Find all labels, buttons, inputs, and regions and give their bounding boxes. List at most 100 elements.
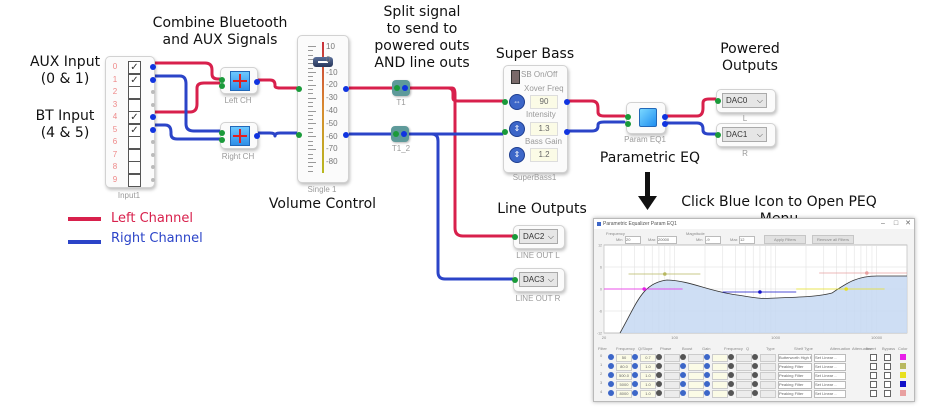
- q2-knob-icon[interactable]: [752, 381, 758, 387]
- input-channel-output-pin[interactable]: [151, 90, 155, 94]
- gain-knob-icon[interactable]: [704, 363, 710, 369]
- input-channel-output-pin[interactable]: [150, 76, 156, 83]
- input-channel-checkbox[interactable]: ✓: [128, 111, 141, 124]
- gain-value[interactable]: [712, 363, 728, 371]
- input-channel-output-pin[interactable]: [151, 177, 155, 182]
- remove-filters-button[interactable]: Remove all Filters: [812, 235, 854, 244]
- param-eq-input-pin-right[interactable]: [625, 121, 631, 127]
- phase-knob-icon[interactable]: [656, 354, 662, 360]
- q-value[interactable]: 1.0: [640, 363, 656, 371]
- gain-value[interactable]: [712, 381, 728, 389]
- right-ch-input-pin-1[interactable]: [219, 130, 225, 136]
- sb-on-off-switch[interactable]: [511, 70, 520, 84]
- peq-filter-handle[interactable]: [844, 287, 848, 291]
- gain-knob-icon[interactable]: [704, 381, 710, 387]
- boost-value[interactable]: [688, 363, 704, 371]
- input-channel-checkbox[interactable]: ✓: [128, 73, 141, 87]
- bass-gain-knob-icon[interactable]: ⇕: [509, 147, 525, 163]
- gain-value[interactable]: [712, 372, 728, 380]
- close-button[interactable]: ✕: [905, 220, 911, 227]
- bypass-checkbox[interactable]: [884, 354, 891, 361]
- bass-gain-value[interactable]: 1.2: [530, 148, 558, 162]
- freq2-value[interactable]: [736, 381, 752, 389]
- boost-knob-icon[interactable]: [680, 363, 686, 369]
- left-ch-output-pin[interactable]: [254, 79, 260, 85]
- dac2-select[interactable]: DAC2⌵: [519, 229, 558, 244]
- dac3-select[interactable]: DAC3⌵: [519, 272, 558, 287]
- phase-value[interactable]: [664, 390, 680, 398]
- q-knob-icon[interactable]: [632, 372, 638, 378]
- filter-type-select[interactable]: Peaking Filter: [778, 390, 812, 398]
- right-ch-mixer[interactable]: [219, 122, 260, 149]
- gain-value[interactable]: [712, 354, 728, 362]
- peq-filter-handle[interactable]: [642, 287, 646, 291]
- input-channel-output-pin[interactable]: [150, 126, 156, 133]
- intensity-knob-icon[interactable]: ⇕: [509, 121, 525, 137]
- freq2-knob-icon[interactable]: [728, 372, 734, 378]
- shelf-type-select[interactable]: Set Linear ..: [814, 372, 846, 380]
- shelf-type-select[interactable]: Set Linear ..: [814, 354, 846, 362]
- input-channel-checkbox[interactable]: [128, 136, 141, 149]
- freq-value[interactable]: 80.0: [616, 363, 632, 371]
- filter-type-select[interactable]: Peaking Filter: [778, 372, 812, 380]
- dac1-input-pin[interactable]: [715, 132, 721, 138]
- t1-2-input-pin[interactable]: [393, 131, 399, 137]
- q2-value[interactable]: [760, 363, 776, 371]
- boost-knob-icon[interactable]: [680, 354, 686, 360]
- input-channel-checkbox[interactable]: [128, 98, 141, 112]
- boost-value[interactable]: [688, 390, 704, 398]
- super-bass-output-pin-left[interactable]: [564, 99, 570, 105]
- boost-value[interactable]: [688, 372, 704, 380]
- freq2-value[interactable]: [736, 363, 752, 371]
- freq-value[interactable]: 50: [616, 354, 632, 362]
- dac3-input-pin[interactable]: [512, 277, 518, 283]
- gain-knob-icon[interactable]: [704, 390, 710, 396]
- input-channel-checkbox[interactable]: ✓: [128, 61, 141, 74]
- dac1-select[interactable]: DAC1⌵: [722, 127, 767, 142]
- q-value[interactable]: 1.0: [640, 372, 656, 380]
- freq-knob-icon[interactable]: [608, 363, 614, 369]
- invert-checkbox[interactable]: [870, 390, 877, 397]
- volume-input-pin-right[interactable]: [296, 132, 302, 138]
- param-eq-output-pin-left[interactable]: [662, 114, 668, 120]
- param-eq-output-pin-right[interactable]: [662, 121, 668, 127]
- input-channel-output-pin[interactable]: [151, 152, 155, 157]
- peq-filter-handle[interactable]: [865, 271, 869, 275]
- input-channel-checkbox[interactable]: [128, 173, 141, 187]
- bypass-checkbox[interactable]: [884, 390, 891, 397]
- filter-type-select[interactable]: Butterworth High Pass: [778, 354, 812, 362]
- freq-knob-icon[interactable]: [608, 390, 614, 396]
- phase-value[interactable]: [664, 381, 680, 389]
- input-channel-checkbox[interactable]: [128, 161, 141, 174]
- right-ch-output-pin[interactable]: [254, 133, 260, 139]
- freq2-knob-icon[interactable]: [728, 390, 734, 396]
- shelf-type-select[interactable]: Set Linear ..: [814, 381, 846, 389]
- xover-freq-knob-icon[interactable]: ⇔: [509, 94, 525, 110]
- input-channel-output-pin[interactable]: [150, 64, 156, 70]
- boost-knob-icon[interactable]: [680, 381, 686, 387]
- maximize-button[interactable]: □: [893, 220, 899, 227]
- phase-knob-icon[interactable]: [656, 390, 662, 396]
- intensity-value[interactable]: 1.3: [530, 122, 558, 136]
- freq2-knob-icon[interactable]: [728, 363, 734, 369]
- boost-value[interactable]: [688, 381, 704, 389]
- peq-filter-handle[interactable]: [663, 272, 667, 276]
- input-channel-checkbox[interactable]: ✓: [128, 123, 141, 137]
- filter-type-select[interactable]: Peaking Filter: [778, 381, 812, 389]
- dac0-input-pin[interactable]: [715, 98, 721, 104]
- freq-knob-icon[interactable]: [608, 372, 614, 378]
- q2-knob-icon[interactable]: [752, 354, 758, 360]
- q2-value[interactable]: [760, 381, 776, 389]
- q2-value[interactable]: [760, 354, 776, 362]
- left-ch-input-pin-2[interactable]: [219, 83, 225, 89]
- super-bass-output-pin-right[interactable]: [564, 129, 570, 135]
- xover-freq-value[interactable]: 90: [530, 95, 558, 109]
- freq-min-input[interactable]: 20: [625, 236, 641, 244]
- freq2-knob-icon[interactable]: [728, 381, 734, 387]
- freq2-value[interactable]: [736, 354, 752, 362]
- freq-knob-icon[interactable]: [608, 381, 614, 387]
- splitter-t1[interactable]: [392, 80, 410, 96]
- invert-checkbox[interactable]: [870, 381, 877, 388]
